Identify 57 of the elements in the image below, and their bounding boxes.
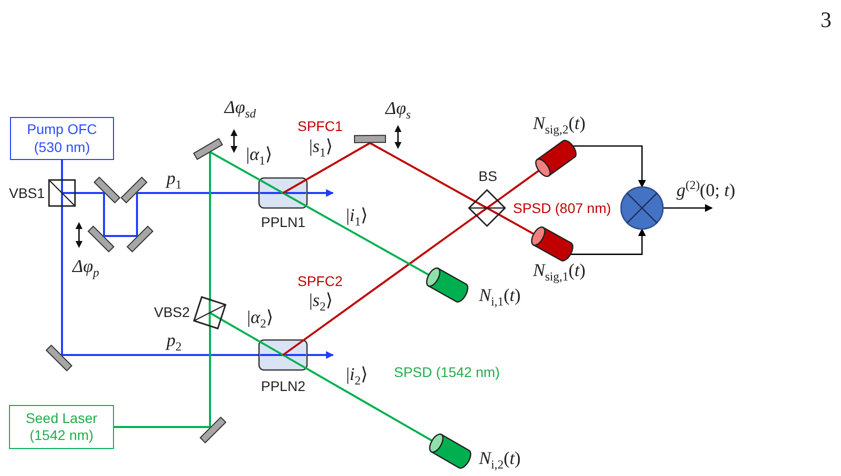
laser-beam (220, 318, 260, 342)
component-label: BS (478, 168, 498, 184)
laser-beam (370, 142, 476, 202)
laser-beam (137, 192, 259, 194)
laser-beam (496, 170, 540, 202)
count-label: N$_{sig,2}$(t) (533, 113, 586, 138)
laser-beam (61, 160, 63, 180)
laser-beam (303, 214, 478, 341)
light-source-box (10, 117, 114, 160)
beam-name-label: SPFC2 (298, 272, 343, 290)
laser-beam (114, 426, 210, 428)
phase-label: Δφ$_{s}$ (386, 98, 411, 122)
light-source-box (9, 405, 114, 449)
signal-arrow (573, 145, 646, 188)
component-label: VBS1 (9, 184, 45, 202)
laser-beam (306, 142, 370, 180)
component-label: VBS2 (154, 304, 190, 320)
beam-label: |α$_{1}$⟩ (246, 144, 272, 168)
detector-label: SPSD (807 nm) (513, 200, 612, 216)
page-number: 3 (820, 7, 832, 34)
count-label: N$_{i,2}$(t) (479, 448, 521, 472)
laser-beam (61, 206, 63, 355)
laser-beam (103, 193, 105, 236)
beam-label: |s$_{2}$⟩ (309, 290, 333, 314)
beam-label: |i$_{1}$⟩ (346, 205, 368, 230)
multiplier-symbol (620, 186, 664, 230)
laser-beam (210, 151, 260, 180)
laser-beam (209, 152, 211, 300)
laser-beam (104, 235, 137, 237)
laser-beam (209, 326, 211, 427)
beam-arrow (307, 351, 334, 359)
laser-beam (306, 368, 432, 442)
laser-beam (136, 193, 138, 236)
source-label: Pump OFC (530 nm) (26, 121, 98, 156)
beam-label: |i$_{2}$⟩ (346, 364, 368, 388)
laser-beam (498, 214, 534, 235)
output-label: g$^{(2)}$(0; t) (676, 178, 736, 202)
count-label: N$_{sig,1}$(t) (533, 260, 586, 284)
output-arrow (663, 204, 713, 212)
beam-arrow (307, 189, 334, 197)
laser-beam (62, 354, 259, 356)
signal-arrow (570, 228, 646, 255)
count-label: N$_{i,1}$(t) (479, 285, 521, 310)
laser-beam (306, 206, 430, 276)
component-label: PPLN2 (261, 378, 306, 394)
beam-label: |s$_{1}$⟩ (309, 136, 333, 160)
beam-label: p$_{1}$ (166, 168, 182, 192)
component-label: PPLN1 (261, 214, 306, 230)
phase-label: Δφ$_{sd}$ (224, 97, 256, 122)
source-label: Seed Laser (1542 nm) (24, 410, 98, 444)
phase-label: Δφ$_{p}$ (72, 256, 100, 280)
detector-label: SPSD (1542 nm) (394, 364, 500, 380)
beam-label: |α$_{2}$⟩ (247, 307, 274, 332)
beam-label: p$_{2}$ (166, 330, 182, 354)
mirror (354, 134, 386, 144)
beam-name-label: SPFC1 (298, 118, 343, 134)
laser-beam (75, 192, 104, 194)
